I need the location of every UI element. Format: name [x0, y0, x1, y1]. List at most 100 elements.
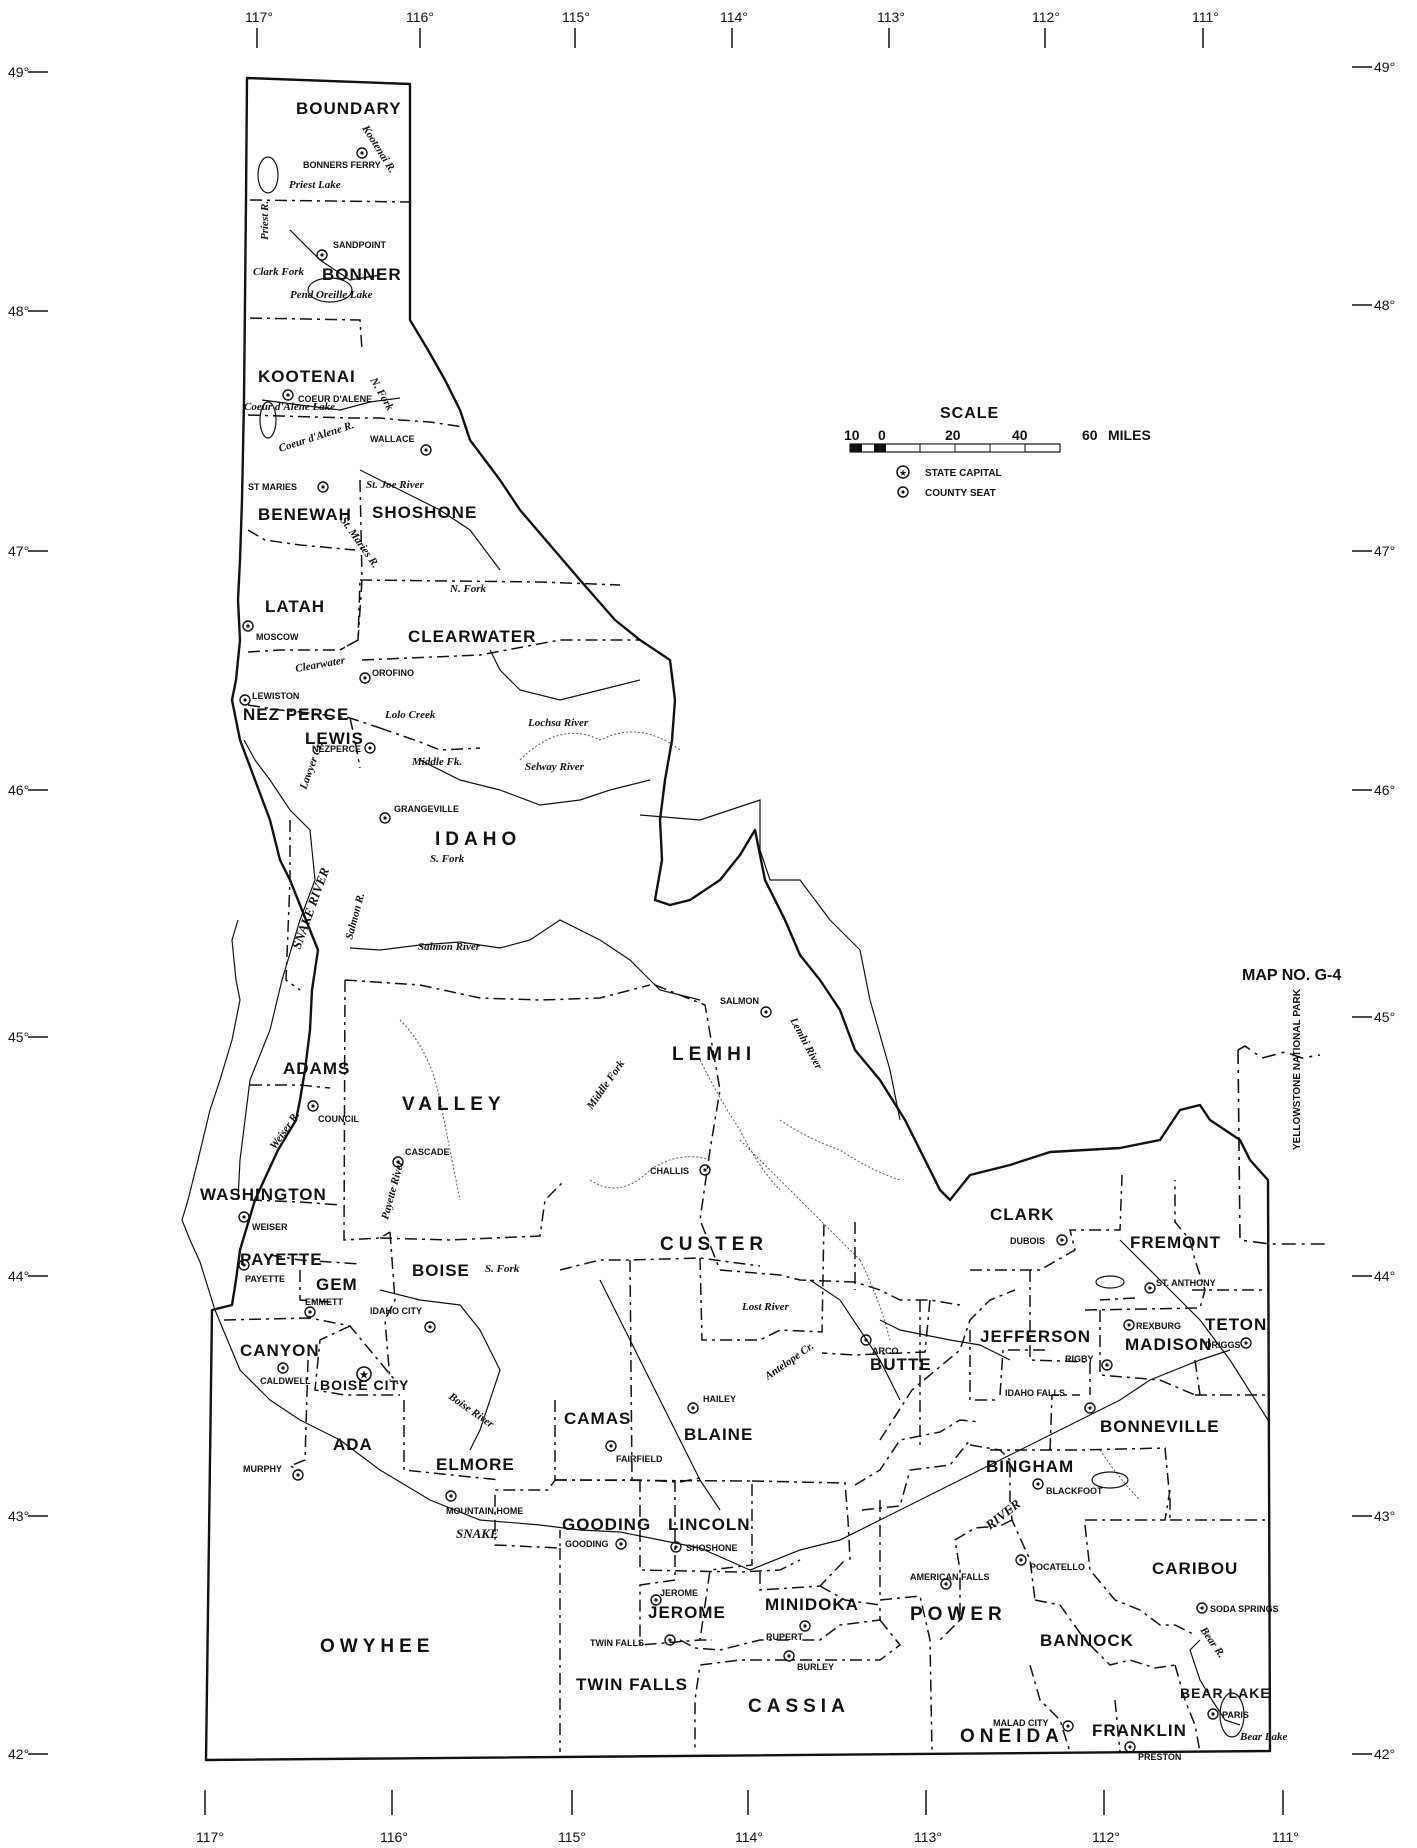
svg-text:PAYETTE: PAYETTE: [245, 1274, 285, 1284]
svg-text:CASCADE: CASCADE: [405, 1147, 450, 1157]
seat-fairfield: FAIRFIELD: [605, 1440, 663, 1464]
seat-payette: PAYETTE: [238, 1259, 285, 1284]
seat-shoshone: SHOSHONE: [670, 1541, 738, 1553]
seat-hailey: HAILEY: [687, 1394, 736, 1414]
rivers: [181, 229, 1269, 1726]
svg-text:SALMON: SALMON: [720, 996, 759, 1006]
county-madison: MADISON: [1125, 1335, 1212, 1354]
svg-text:ARCO: ARCO: [872, 1346, 899, 1356]
label-lochsa-river: Lochsa River: [527, 717, 589, 729]
county-custer: CUSTER: [660, 1234, 768, 1255]
label-middle-fork: Middle Fork: [584, 1058, 627, 1113]
frame-ticks: [28, 28, 1372, 1815]
county-oneida: ONEIDA: [960, 1726, 1064, 1747]
county-payette: PAYETTE: [240, 1250, 323, 1269]
label-payette-river: Payette River: [379, 1159, 406, 1221]
county-owyhee: OWYHEE: [320, 1636, 434, 1657]
scale-unit: MILES: [1108, 427, 1151, 443]
county-lemhi: LEMHI: [672, 1044, 756, 1065]
seat-pocatello: POCATELLO: [1015, 1554, 1085, 1572]
seat-nezperce: NEZPERCE: [312, 742, 376, 754]
svg-text:FAIRFIELD: FAIRFIELD: [616, 1454, 663, 1464]
seat-mountain-home: MOUNTAIN HOME: [445, 1490, 523, 1516]
lat-left-42: 42°: [8, 1746, 29, 1762]
svg-text:DUBOIS: DUBOIS: [1010, 1236, 1045, 1246]
seat-preston: PRESTON: [1124, 1741, 1181, 1762]
seat-american-falls: AMERICAN FALLS: [910, 1572, 990, 1590]
county-gem: GEM: [316, 1275, 358, 1294]
svg-text:SANDPOINT: SANDPOINT: [333, 240, 387, 250]
svg-text:NEZPERCE: NEZPERCE: [312, 744, 361, 754]
county-camas: CAMAS: [564, 1409, 631, 1428]
svg-text:SHOSHONE: SHOSHONE: [686, 1543, 738, 1553]
lat-right-49: 49°: [1374, 59, 1395, 75]
county-canyon: CANYON: [240, 1341, 320, 1360]
scale-tick-0: 0: [878, 427, 886, 443]
seat-idaho-city: IDAHO CITY: [370, 1306, 436, 1333]
latitude-labels-left: 49° 48° 47° 46° 45° 44° 43° 42°: [8, 64, 29, 1762]
svg-text:★: ★: [899, 468, 907, 478]
svg-text:CALDWELL: CALDWELL: [260, 1376, 311, 1386]
label-snake-2: SNAKE: [456, 1526, 499, 1541]
label-salmon-r: Salmon R.: [343, 892, 367, 941]
seat-sandpoint: SANDPOINT: [316, 240, 387, 261]
lat-left-48: 48°: [8, 303, 29, 319]
seat-soda-springs: SODA SPRINGS: [1196, 1602, 1279, 1614]
county-cassia: CASSIA: [748, 1696, 850, 1717]
county-bingham: BINGHAM: [986, 1457, 1074, 1476]
lon-top-112: 112°: [1032, 9, 1060, 25]
svg-text:RUPERT: RUPERT: [766, 1632, 804, 1642]
seat-st-anthony: ST. ANTHONY: [1144, 1278, 1216, 1294]
lon-bottom-115: 115°: [558, 1829, 586, 1845]
seat-cascade: CASCADE: [392, 1147, 450, 1168]
seat-coeur-dalene: COEUR D'ALENE: [282, 389, 372, 404]
lon-bottom-112: 112°: [1092, 1829, 1120, 1845]
svg-text:PRESTON: PRESTON: [1138, 1752, 1181, 1762]
label-weiser-r: Weiser R.: [268, 1109, 303, 1151]
lat-right-44: 44°: [1374, 1268, 1395, 1284]
svg-text:BLACKFOOT: BLACKFOOT: [1046, 1486, 1103, 1496]
lat-left-44: 44°: [8, 1268, 29, 1284]
svg-text:BONNERS FERRY: BONNERS FERRY: [303, 160, 381, 170]
svg-text:MALAD CITY: MALAD CITY: [993, 1718, 1049, 1728]
label-bear-r: Bear R.: [1197, 1624, 1227, 1660]
county-elmore: ELMORE: [436, 1455, 515, 1474]
seat-council: COUNCIL: [307, 1100, 359, 1124]
svg-text:PARIS: PARIS: [1222, 1710, 1249, 1720]
seat-moscow: MOSCOW: [242, 620, 299, 642]
legend-county-seat: COUNTY SEAT: [925, 488, 996, 499]
svg-text:WEISER: WEISER: [252, 1222, 288, 1232]
county-fremont: FREMONT: [1130, 1233, 1221, 1252]
label-priest-lake: Priest Lake: [289, 179, 341, 191]
seat-wallace: WALLACE: [370, 434, 432, 456]
seat-idaho-falls: IDAHO FALLS: [1005, 1388, 1096, 1414]
label-s-fork: S. Fork: [430, 853, 465, 865]
state-capital-icon: [896, 465, 910, 479]
seat-arco: ARCO: [860, 1334, 899, 1356]
label-antelope-cr: Antelope Cr.: [762, 1340, 816, 1383]
map-number: MAP NO. G-4: [1242, 967, 1341, 984]
label-boise-s-fork: S. Fork: [485, 1263, 520, 1275]
lat-left-47: 47°: [8, 543, 29, 559]
lon-top-113: 113°: [877, 9, 905, 25]
scale-bar: SCALE 10 0 20 40 60 MILES: [844, 405, 1151, 453]
label-priest-r: Priest R.: [259, 201, 271, 240]
seat-rigby: RIGBY: [1065, 1354, 1113, 1371]
svg-text:ST. ANTHONY: ST. ANTHONY: [1156, 1278, 1216, 1288]
bear-lake: [1219, 1692, 1245, 1738]
svg-text:HAILEY: HAILEY: [703, 1394, 736, 1404]
county-valley: VALLEY: [402, 1094, 506, 1115]
label-river-2: RIVER: [982, 1496, 1024, 1533]
latitude-labels-right: 49° 48° 47° 46° 45° 44° 43° 42°: [1374, 59, 1395, 1762]
svg-text:CHALLIS: CHALLIS: [650, 1166, 689, 1176]
county-butte: BUTTE: [870, 1355, 932, 1374]
svg-text:POCATELLO: POCATELLO: [1030, 1562, 1085, 1572]
svg-text:SODA SPRINGS: SODA SPRINGS: [1210, 1604, 1279, 1614]
lat-right-45: 45°: [1374, 1009, 1395, 1025]
svg-text:EMMETT: EMMETT: [305, 1297, 343, 1307]
svg-text:IDAHO FALLS: IDAHO FALLS: [1005, 1388, 1065, 1398]
scale-title: SCALE: [940, 405, 999, 422]
county-seats: BONNERS FERRY SANDPOINT COEUR D'ALENE WA…: [238, 147, 1279, 1762]
label-bear-lake: Bear Lake: [1239, 1731, 1287, 1743]
svg-text:TWIN FALLS: TWIN FALLS: [590, 1638, 644, 1648]
